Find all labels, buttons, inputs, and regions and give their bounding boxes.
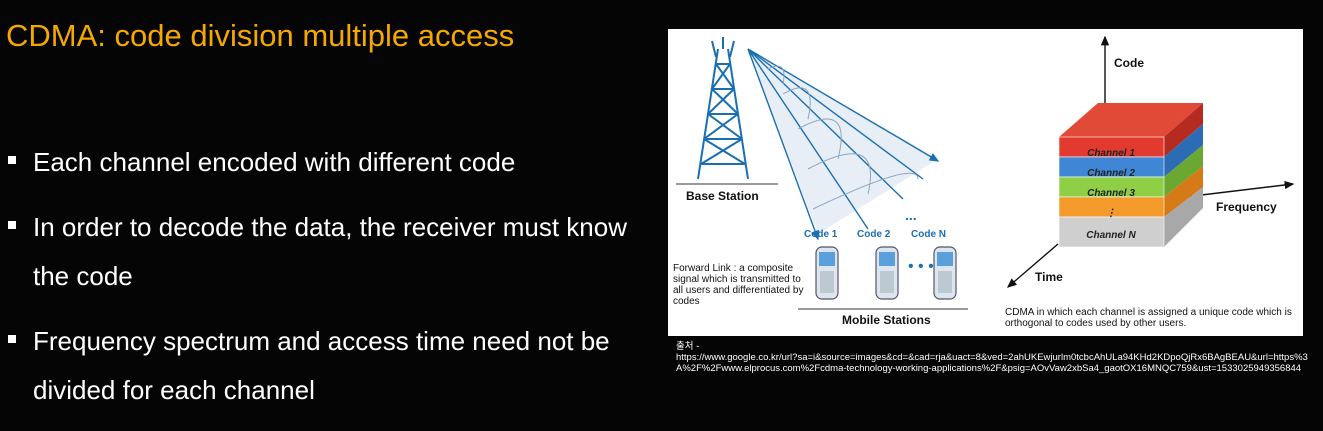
cdma-caption: CDMA in which each channel is assigned a… [1005, 307, 1292, 329]
channel-label: Channel 1 [1087, 147, 1135, 159]
signal-arrow [747, 48, 820, 241]
mobile-phone-icon [875, 246, 899, 300]
axis-label-time: Time [1035, 270, 1063, 284]
time-axis [1006, 243, 1059, 288]
svg-text:• • •: • • • [908, 258, 934, 275]
source-prefix: 출처 - [676, 341, 700, 352]
signal-ray [747, 48, 924, 180]
bullet-item: Frequency spectrum and access time need … [6, 317, 636, 415]
channel-label: Channel N [1086, 229, 1136, 241]
cube-top [1059, 103, 1203, 137]
source-url: https://www.google.co.kr/url?sa=i&source… [676, 352, 1308, 374]
cdma-diagram: • • • Base Station Forward Link : a comp… [668, 29, 1303, 336]
mobile-stations-label: Mobile Stations [842, 313, 931, 327]
tower-icon [697, 37, 749, 180]
channel-label: ⋮ [1106, 207, 1116, 219]
channel-label: Channel 3 [1087, 187, 1135, 199]
axis-label-code: Code [1114, 56, 1144, 70]
forward-link-text: Forward Link : a composite signal which … [673, 263, 804, 307]
code-label: Code 1 [804, 229, 838, 240]
slide-title: CDMA: code division multiple access [6, 18, 515, 53]
bullet-marker-icon [8, 156, 16, 164]
code-label: Code 2 [857, 229, 891, 240]
signal-arrow [747, 48, 940, 162]
ellipsis-label: ... [905, 207, 917, 223]
diagram-graphics: • • • [676, 35, 1295, 310]
base-station-label: Base Station [686, 189, 759, 203]
signal-ray [747, 48, 869, 230]
source-citation: 출처 - https://www.google.co.kr/url?sa=i&s… [676, 341, 1316, 374]
bullet-item: Each channel encoded with different code [6, 138, 636, 187]
axis-label-frequency: Frequency [1216, 200, 1277, 214]
code-label: Code N [911, 229, 946, 240]
channel-label: Channel 2 [1087, 167, 1135, 179]
mobile-phone-icon [815, 246, 839, 300]
signal-ray [747, 48, 904, 200]
bullet-marker-icon [8, 335, 16, 343]
mobile-phone-icon [933, 246, 957, 300]
bullet-marker-icon [8, 221, 16, 229]
bullet-list: Each channel encoded with different code… [6, 138, 636, 431]
bullet-item: In order to decode the data, the receive… [6, 203, 636, 301]
